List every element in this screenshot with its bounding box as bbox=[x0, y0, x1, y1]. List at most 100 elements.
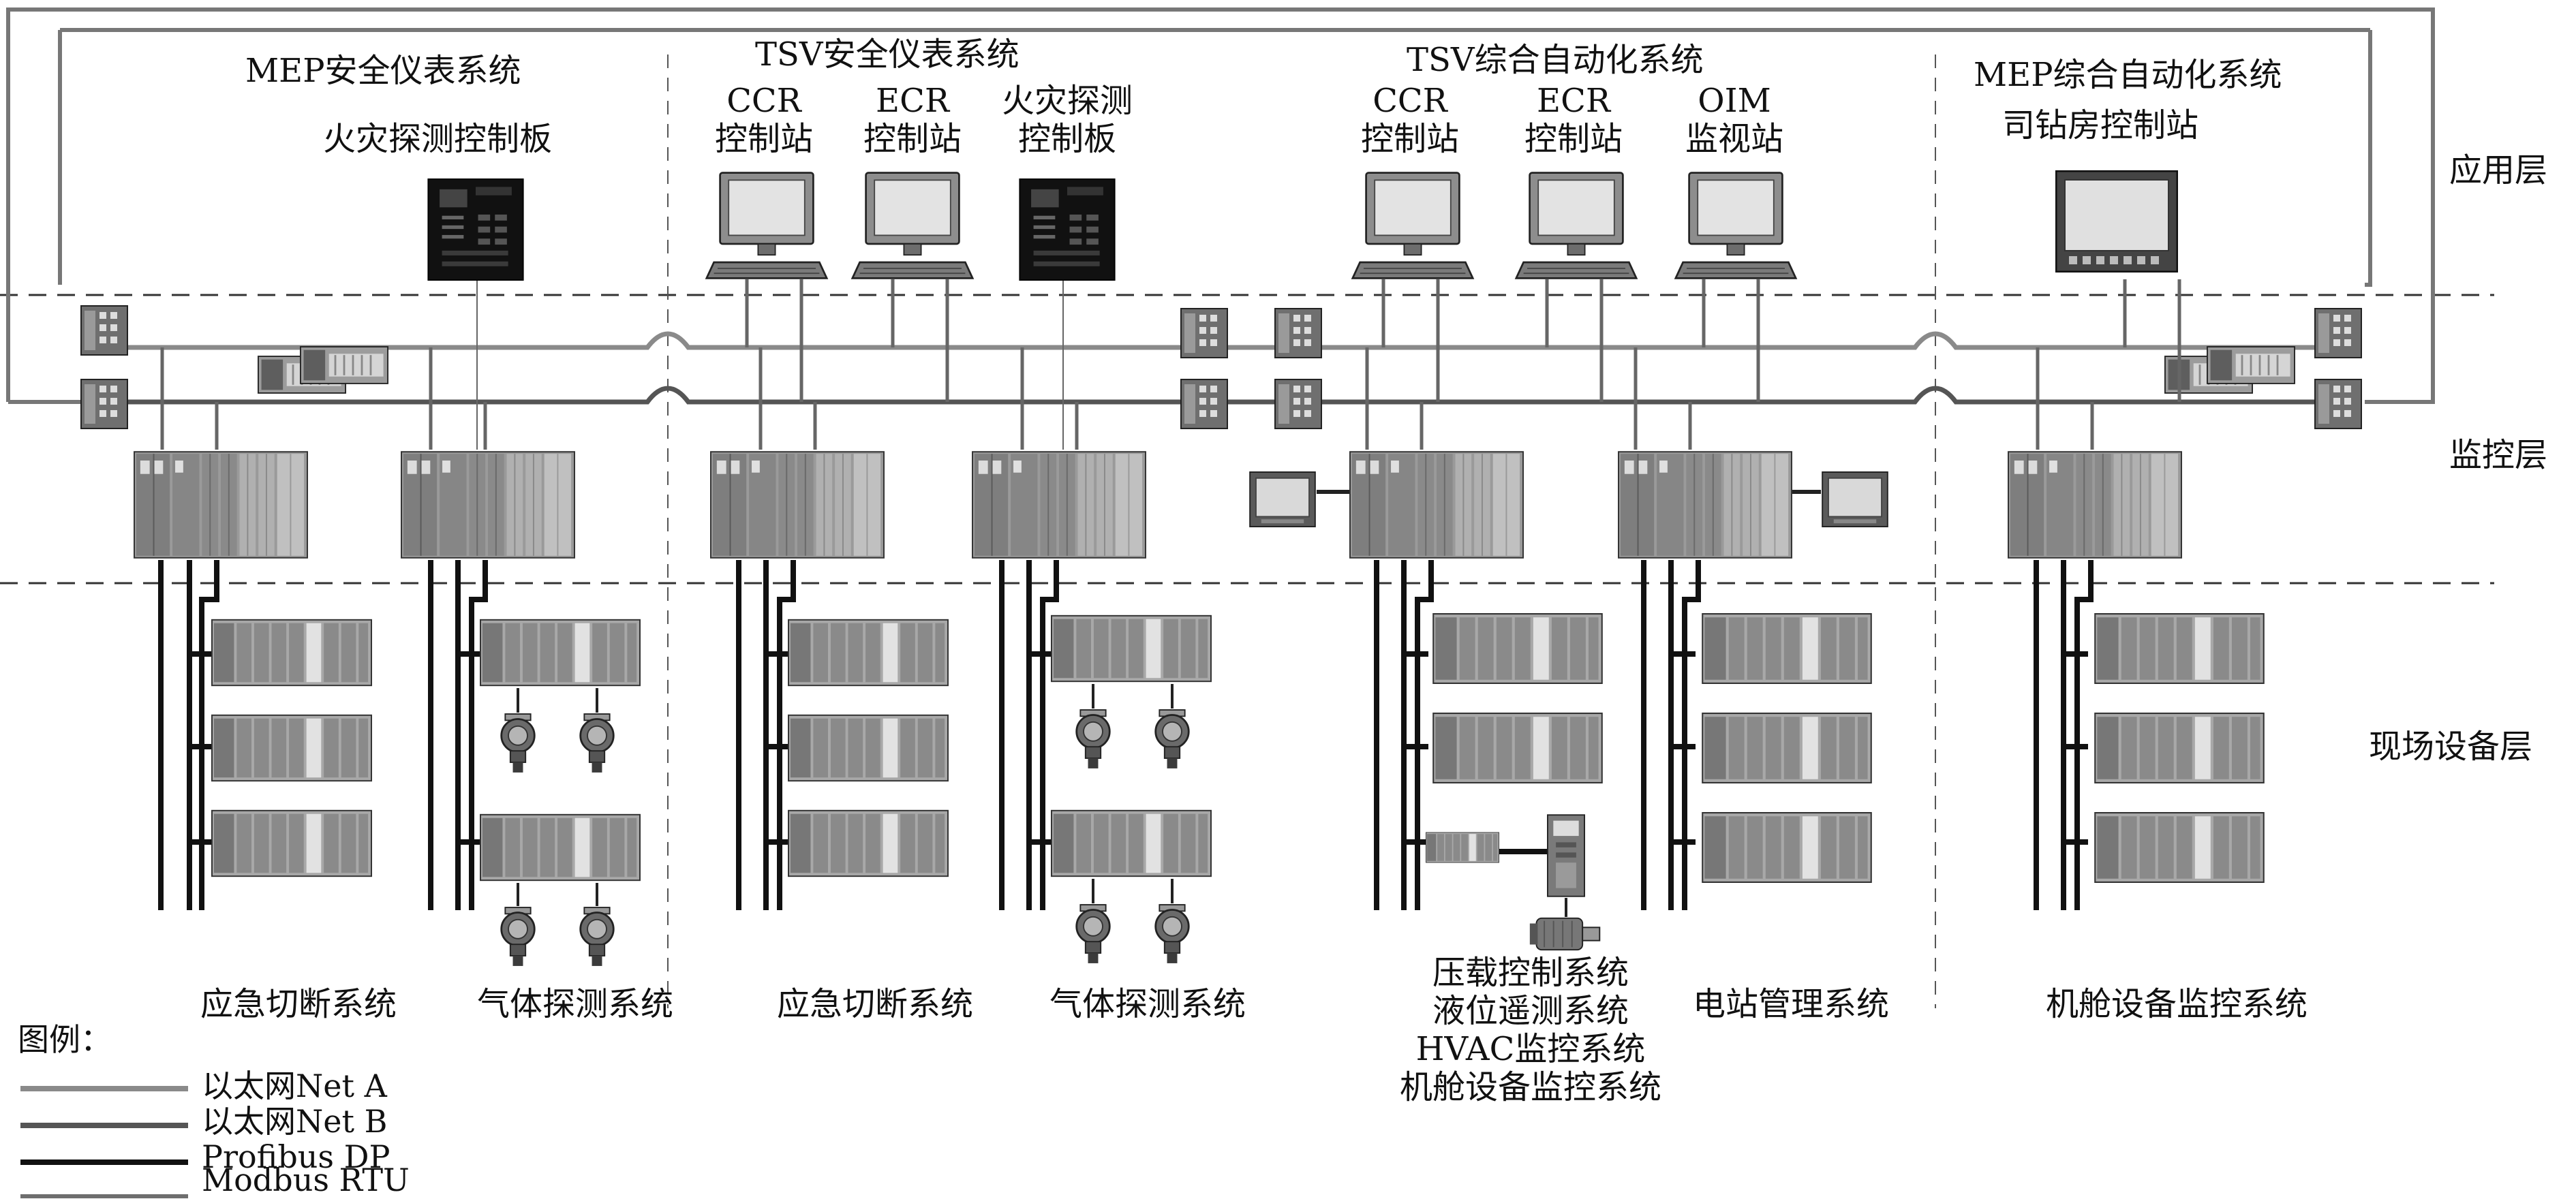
io-rack-icon bbox=[1051, 614, 1212, 683]
io-rack-icon bbox=[788, 714, 949, 782]
power-system-label: 电站管理系统 bbox=[1693, 985, 1890, 1023]
ecr-workstation-icon bbox=[1515, 172, 1638, 279]
network-switch-icon bbox=[1274, 379, 1322, 429]
network-switch-icon bbox=[80, 305, 128, 356]
ballast-system-labels: 压载控制系统 液位遥测系统 HVAC监控系统 机舱设备监控系统 bbox=[1353, 954, 1708, 1106]
io-rack-icon bbox=[2094, 812, 2265, 883]
mep-driller-label: 司钻房控制站 bbox=[2002, 106, 2199, 144]
io-rack-icon bbox=[788, 619, 949, 687]
plc-rack-icon bbox=[401, 451, 575, 559]
fire-detection-panel-icon bbox=[427, 178, 524, 281]
io-rack-icon bbox=[1426, 831, 1499, 864]
ecr-workstation-icon bbox=[851, 172, 974, 279]
layer-label-application: 应用层 bbox=[2449, 151, 2548, 189]
gateway-icon bbox=[300, 346, 388, 384]
io-rack-icon bbox=[1702, 812, 1872, 883]
profibus-dp-lines bbox=[158, 560, 2094, 910]
gas-system-label-1: 气体探测系统 bbox=[477, 985, 674, 1023]
io-rack-icon bbox=[1051, 809, 1212, 877]
hmi-panel-icon bbox=[1822, 471, 1888, 527]
fire-detection-panel-icon bbox=[1019, 178, 1116, 281]
plc-rack-icon bbox=[2008, 451, 2182, 559]
gas-detector-icon bbox=[500, 713, 536, 774]
mep-auto-title: MEP综合自动化系统 bbox=[1974, 56, 2282, 94]
ccr-line1: CCR bbox=[1373, 82, 1447, 120]
esd-system-label-1: 应急切断系统 bbox=[200, 985, 397, 1023]
ccr-line2: 控制站 bbox=[714, 120, 813, 158]
io-rack-icon bbox=[1432, 613, 1603, 684]
tsv-sis-title: TSV安全仪表系统 bbox=[755, 35, 1019, 74]
ecr-line2: 控制站 bbox=[1524, 120, 1623, 158]
ballast-line: 液位遥测系统 bbox=[1432, 992, 1629, 1030]
ethernet-ring bbox=[6, 7, 2435, 404]
ballast-line: 压载控制系统 bbox=[1432, 954, 1629, 992]
ccr-workstation-icon bbox=[705, 172, 828, 279]
ecr-line2: 控制站 bbox=[863, 120, 962, 158]
legend-label-modbus: Modbus RTU bbox=[202, 1162, 410, 1198]
bus-drops bbox=[160, 279, 2181, 450]
io-rack-icon bbox=[1702, 613, 1872, 684]
network-switch-icon bbox=[1274, 308, 1322, 358]
esd-system-label-2: 应急切断系统 bbox=[777, 985, 974, 1023]
legend-label-net-a: 以太网Net A bbox=[202, 1068, 387, 1104]
io-rack-icon bbox=[211, 619, 372, 687]
ccr-line2: 控制站 bbox=[1360, 120, 1459, 158]
oim-workstation-icon bbox=[1674, 172, 1797, 279]
gas-detector-icon bbox=[500, 906, 536, 967]
gas-detector-icon bbox=[1075, 708, 1111, 770]
mep-fire-panel-label: 火灾探测控制板 bbox=[323, 120, 553, 158]
gas-detector-icon bbox=[1154, 708, 1190, 770]
oim-line2: 监视站 bbox=[1685, 120, 1783, 158]
io-rack-icon bbox=[788, 809, 949, 877]
io-rack-icon bbox=[1702, 713, 1872, 783]
plc-rack-icon bbox=[1349, 451, 1524, 559]
plc-rack-icon bbox=[134, 451, 308, 559]
io-rack-icon bbox=[211, 809, 372, 877]
tsv-auto-oim-label: OIM 监视站 bbox=[1670, 82, 1799, 158]
io-rack-icon bbox=[480, 813, 641, 882]
tsv-sis-ecr-label: ECR 控制站 bbox=[848, 82, 977, 158]
vfd-icon bbox=[1547, 814, 1585, 897]
io-rack-icon bbox=[2094, 713, 2265, 783]
layer-label-field: 现场设备层 bbox=[2369, 728, 2533, 766]
plc-rack-icon bbox=[710, 451, 885, 559]
gateway-icon bbox=[2207, 346, 2295, 384]
motor-icon bbox=[1529, 917, 1601, 951]
plc-rack-icon bbox=[1618, 451, 1792, 559]
fire-line2: 控制板 bbox=[1017, 120, 1116, 158]
ballast-line: HVAC监控系统 bbox=[1415, 1030, 1646, 1068]
gas-detector-icon bbox=[1075, 903, 1111, 965]
network-switch-icon bbox=[2314, 308, 2362, 358]
network-switch-icon bbox=[1180, 308, 1228, 358]
legend-label-net-b: 以太网Net B bbox=[202, 1103, 388, 1140]
io-rack-icon bbox=[480, 619, 641, 687]
network-switch-icon bbox=[80, 379, 128, 429]
mep-sis-title: MEP安全仪表系统 bbox=[245, 52, 521, 90]
tsv-auto-ecr-label: ECR 控制站 bbox=[1509, 82, 1638, 158]
network-switch-icon bbox=[1180, 379, 1228, 429]
network-switch-icon bbox=[2314, 379, 2362, 429]
fire-line1: 火灾探测 bbox=[1001, 82, 1133, 120]
layer-label-monitoring: 监控层 bbox=[2449, 436, 2548, 474]
tsv-auto-title: TSV综合自动化系统 bbox=[1407, 41, 1704, 79]
ccr-line1: CCR bbox=[726, 82, 801, 120]
tsv-sis-ccr-label: CCR 控制站 bbox=[699, 82, 829, 158]
driller-panel-icon bbox=[2055, 170, 2178, 272]
hmi-panel-icon bbox=[1249, 471, 1316, 527]
legend-label-profibus: Profibus DP bbox=[202, 1138, 390, 1175]
tsv-auto-ccr-label: CCR 控制站 bbox=[1345, 82, 1475, 158]
ccr-workstation-icon bbox=[1351, 172, 1474, 279]
legend-title: 图例： bbox=[18, 1021, 112, 1058]
gas-detector-icon bbox=[579, 713, 615, 774]
io-rack-icon bbox=[2094, 613, 2265, 684]
engine-system-label: 机舱设备监控系统 bbox=[2046, 985, 2308, 1023]
plc-rack-icon bbox=[972, 451, 1146, 559]
ballast-line: 机舱设备监控系统 bbox=[1399, 1068, 1661, 1106]
io-rack-icon bbox=[1432, 713, 1603, 783]
ecr-line1: ECR bbox=[1537, 82, 1610, 120]
gas-detector-icon bbox=[579, 906, 615, 967]
gas-detector-icon bbox=[1154, 903, 1190, 965]
gas-system-label-2: 气体探测系统 bbox=[1049, 985, 1246, 1023]
tsv-sis-fire-label: 火灾探测 控制板 bbox=[992, 82, 1142, 158]
